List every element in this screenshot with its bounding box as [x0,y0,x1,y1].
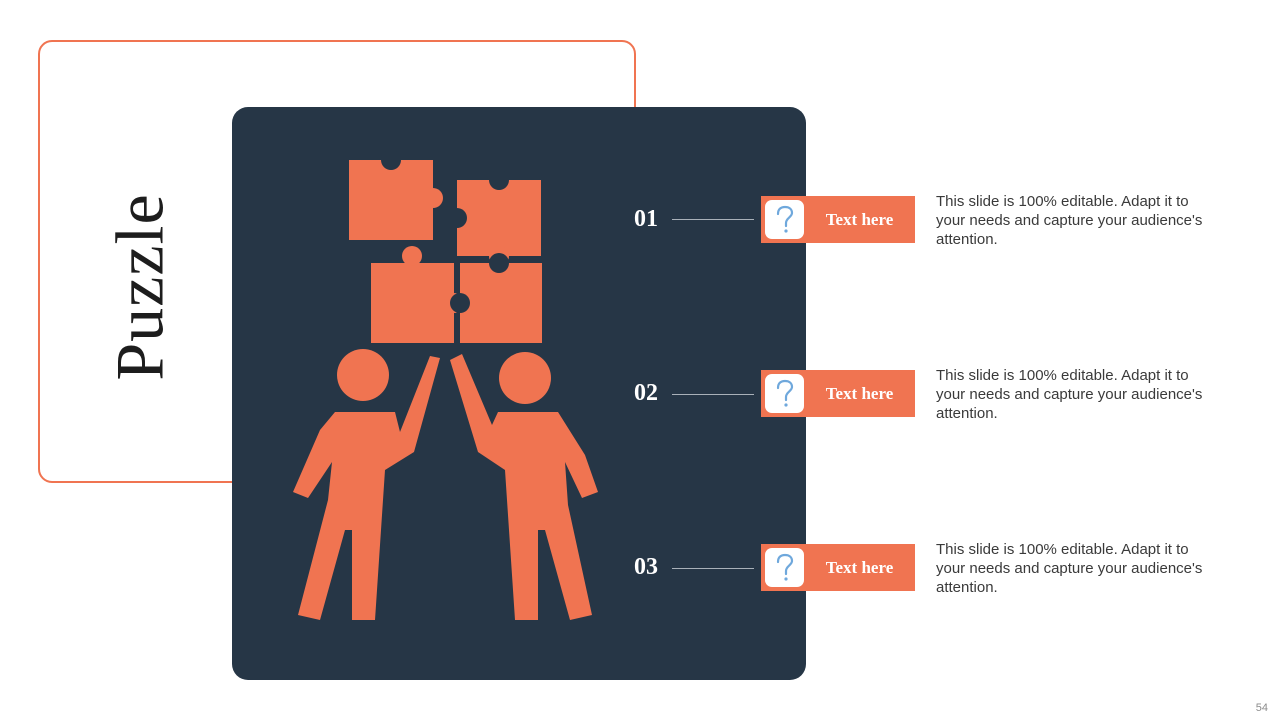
person-left [293,349,440,620]
puzzle-piece-bottom-left [371,263,454,343]
step-number-02: 02 [634,380,658,406]
tag-label-02: Text here [825,384,894,403]
step-number-03: 03 [634,554,658,580]
tag-label-03: Text here [825,558,894,577]
connector-line-02 [672,394,754,395]
question-mark-icon [765,548,804,587]
description-02: This slide is 100% editable. Adapt it to… [936,367,1203,422]
tag-label-01: Text here [825,210,894,229]
question-mark-icon [765,374,804,413]
description-01: This slide is 100% editable. Adapt it to… [936,193,1203,248]
puzzle-piece-bottom-right [460,263,542,343]
puzzle-piece-top-left [349,160,433,240]
puzzle-piece-top-right [457,180,541,256]
person-right [450,352,598,620]
page-number: 54 [1255,702,1268,714]
description-03: This slide is 100% editable. Adapt it to… [936,541,1203,596]
text-tag-03: Text here [761,544,915,591]
step-number-01: 01 [634,206,658,232]
text-tag-01: Text here [761,196,915,243]
text-tag-02: Text here [761,370,915,417]
connector-line-01 [672,219,754,220]
question-mark-icon [765,200,804,239]
connector-line-03 [672,568,754,569]
